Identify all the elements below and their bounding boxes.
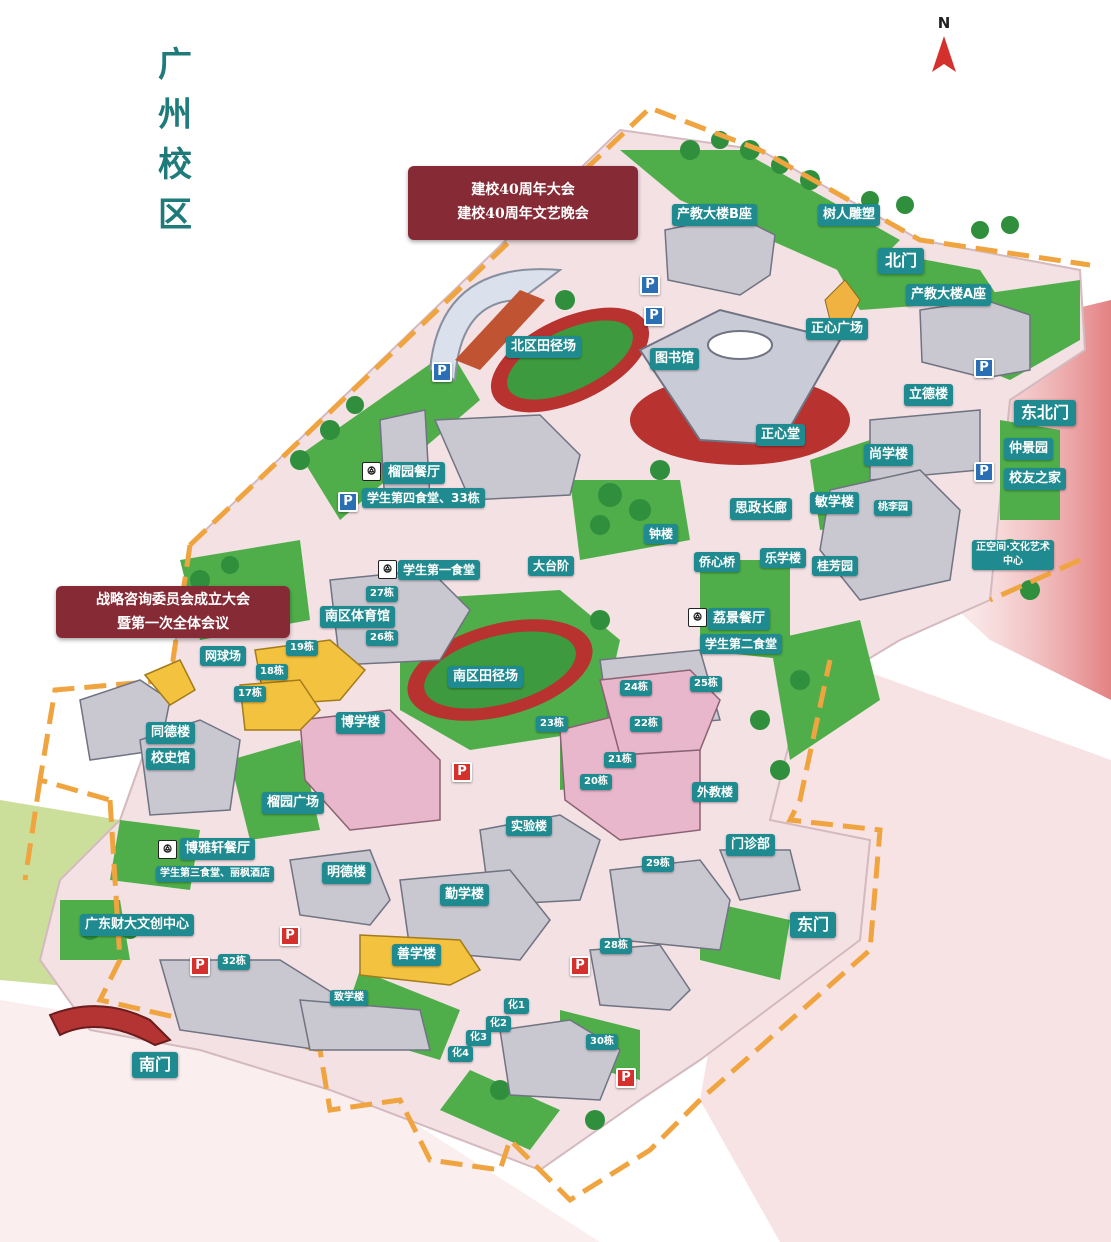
label-hua3[interactable]: 化3 [466, 1030, 491, 1046]
parking-icon-11: P [616, 1068, 636, 1088]
south-gate-label[interactable]: 南门 [132, 1052, 179, 1078]
label-history[interactable]: 校史馆 [146, 748, 196, 770]
parking-icon-9: P [190, 956, 210, 976]
label-b22[interactable]: 22栋 [630, 716, 662, 732]
label-cjdl-b[interactable]: 产教大楼B座 [672, 204, 757, 226]
library-building [630, 308, 850, 465]
label-b18[interactable]: 18栋 [256, 664, 288, 680]
label-canteen3[interactable]: 学生第三食堂、丽枫酒店 [156, 866, 274, 882]
label-liuyuan-restaurant[interactable]: 榴园餐厅 [383, 462, 446, 484]
label-b29[interactable]: 29栋 [642, 856, 674, 872]
label-canteen4[interactable]: 学生第四食堂、33栋 [362, 488, 485, 508]
label-zhengkong[interactable]: 正空间·文化艺术中心 [972, 540, 1054, 570]
label-minxue[interactable]: 敏学楼 [810, 492, 860, 514]
anniversary-banner-line2: 建校40周年文艺晚会 [457, 206, 589, 222]
restaurant-icon-lijing: ꔮ [688, 608, 707, 627]
label-guifang[interactable]: 桂芳园 [812, 556, 859, 576]
parking-icon-10: P [570, 956, 590, 976]
label-canteen1[interactable]: 学生第一食堂 [398, 560, 481, 580]
label-b32[interactable]: 32栋 [218, 954, 250, 970]
parking-icon-6: P [974, 462, 994, 482]
label-b30[interactable]: 30栋 [586, 1034, 618, 1050]
label-lide[interactable]: 立德楼 [904, 384, 954, 406]
north-gate-label[interactable]: 北门 [878, 248, 925, 274]
buildings-yellow [143, 639, 482, 986]
label-shangxue[interactable]: 尚学楼 [864, 444, 914, 466]
label-yangjing[interactable]: 仲景园 [1004, 438, 1054, 460]
label-b26[interactable]: 26栋 [366, 630, 398, 646]
northeast-gate-label[interactable]: 东北门 [1014, 400, 1077, 426]
label-b24[interactable]: 24栋 [620, 680, 652, 696]
parking-icon-8: P [280, 926, 300, 946]
committee-banner-line1: 战略咨询委员会成立大会 [96, 592, 250, 608]
label-library[interactable]: 图书馆 [650, 348, 700, 370]
label-shanxue[interactable]: 善学楼 [392, 944, 442, 966]
parking-icon-7: P [452, 762, 472, 782]
label-qiaoxin[interactable]: 侨心桥 [694, 552, 741, 572]
committee-banner: 战略咨询委员会成立大会 暨第一次全体会议 [56, 586, 290, 638]
label-b23[interactable]: 23栋 [536, 716, 568, 732]
label-tennis[interactable]: 网球场 [200, 646, 247, 666]
label-b25[interactable]: 25栋 [690, 676, 722, 692]
restaurant-icon-canteen1: ꔮ [378, 560, 397, 579]
label-zhengxin-square[interactable]: 正心广场 [806, 318, 869, 340]
label-boya[interactable]: 博雅轩餐厅 [180, 838, 256, 860]
label-bell-tower[interactable]: 钟楼 [644, 524, 679, 544]
parking-icon-4: P [338, 492, 358, 512]
restaurant-icon-liuyuan: ꔮ [362, 462, 381, 481]
label-gdcy[interactable]: 广东财大文创中心 [80, 914, 195, 936]
label-enzheng[interactable]: 思政长廊 [730, 498, 793, 520]
label-lab[interactable]: 实验楼 [506, 816, 553, 836]
label-taoli[interactable]: 桃李园 [874, 500, 912, 516]
label-datai[interactable]: 大台阶 [528, 556, 575, 576]
label-south-gym[interactable]: 南区体育馆 [320, 606, 396, 628]
east-gate-label[interactable]: 东门 [790, 912, 837, 938]
label-hua2[interactable]: 化2 [486, 1016, 511, 1032]
committee-banner-line2: 暨第一次全体会议 [117, 616, 229, 632]
anniversary-banner: 建校40周年大会 建校40周年文艺晚会 [408, 166, 638, 240]
parking-icon-5: P [974, 358, 994, 378]
label-zhengxin-hall[interactable]: 正心堂 [756, 424, 806, 446]
label-b19[interactable]: 19栋 [286, 640, 318, 656]
label-cjdl-a[interactable]: 产教大楼A座 [906, 284, 992, 306]
label-tongde[interactable]: 同德楼 [146, 722, 196, 744]
label-south-track[interactable]: 南区田径场 [448, 666, 524, 688]
label-xiaoyou[interactable]: 校友之家 [1004, 468, 1067, 490]
label-b28[interactable]: 28栋 [600, 938, 632, 954]
label-lijing[interactable]: 荔景餐厅 [708, 608, 771, 630]
label-b21[interactable]: 21栋 [604, 752, 636, 768]
label-clinic[interactable]: 门诊部 [726, 834, 776, 856]
anniversary-banner-line1: 建校40周年大会 [471, 182, 575, 198]
label-liuyuan-square[interactable]: 榴园广场 [262, 792, 325, 814]
south-gate-arch [48, 1005, 172, 1047]
label-b17[interactable]: 17栋 [234, 686, 266, 702]
label-zhixue[interactable]: 致学楼 [330, 990, 368, 1006]
parking-icon-2: P [644, 306, 664, 326]
parking-icon-1: P [640, 275, 660, 295]
north-gate-sculpture [824, 279, 861, 321]
campus-title: 广州校区 [158, 45, 192, 235]
north-track [490, 307, 650, 413]
label-qinxue[interactable]: 勤学楼 [440, 884, 490, 906]
label-b20[interactable]: 20栋 [580, 774, 612, 790]
label-waijiao[interactable]: 外教楼 [692, 782, 739, 802]
label-north-track[interactable]: 北区田径场 [506, 336, 582, 358]
label-lexue[interactable]: 乐学楼 [760, 548, 807, 568]
restaurant-icon-boya: ꔮ [158, 840, 177, 859]
parking-icon-3: P [432, 362, 452, 382]
label-hua4[interactable]: 化4 [448, 1046, 473, 1062]
compass-north-label: N [937, 14, 951, 32]
north-stadium [428, 268, 563, 382]
label-mingde[interactable]: 明德楼 [322, 862, 372, 884]
north-stadium-seats [455, 290, 545, 370]
label-canteen2[interactable]: 学生第二食堂 [700, 634, 783, 654]
compass-arrow [932, 36, 956, 72]
label-hua1[interactable]: 化1 [504, 998, 529, 1014]
label-b27[interactable]: 27栋 [366, 586, 398, 602]
label-boxue[interactable]: 博学楼 [336, 712, 386, 734]
compass: N [924, 14, 964, 84]
label-shurendiaosu[interactable]: 树人雕塑 [818, 204, 881, 226]
